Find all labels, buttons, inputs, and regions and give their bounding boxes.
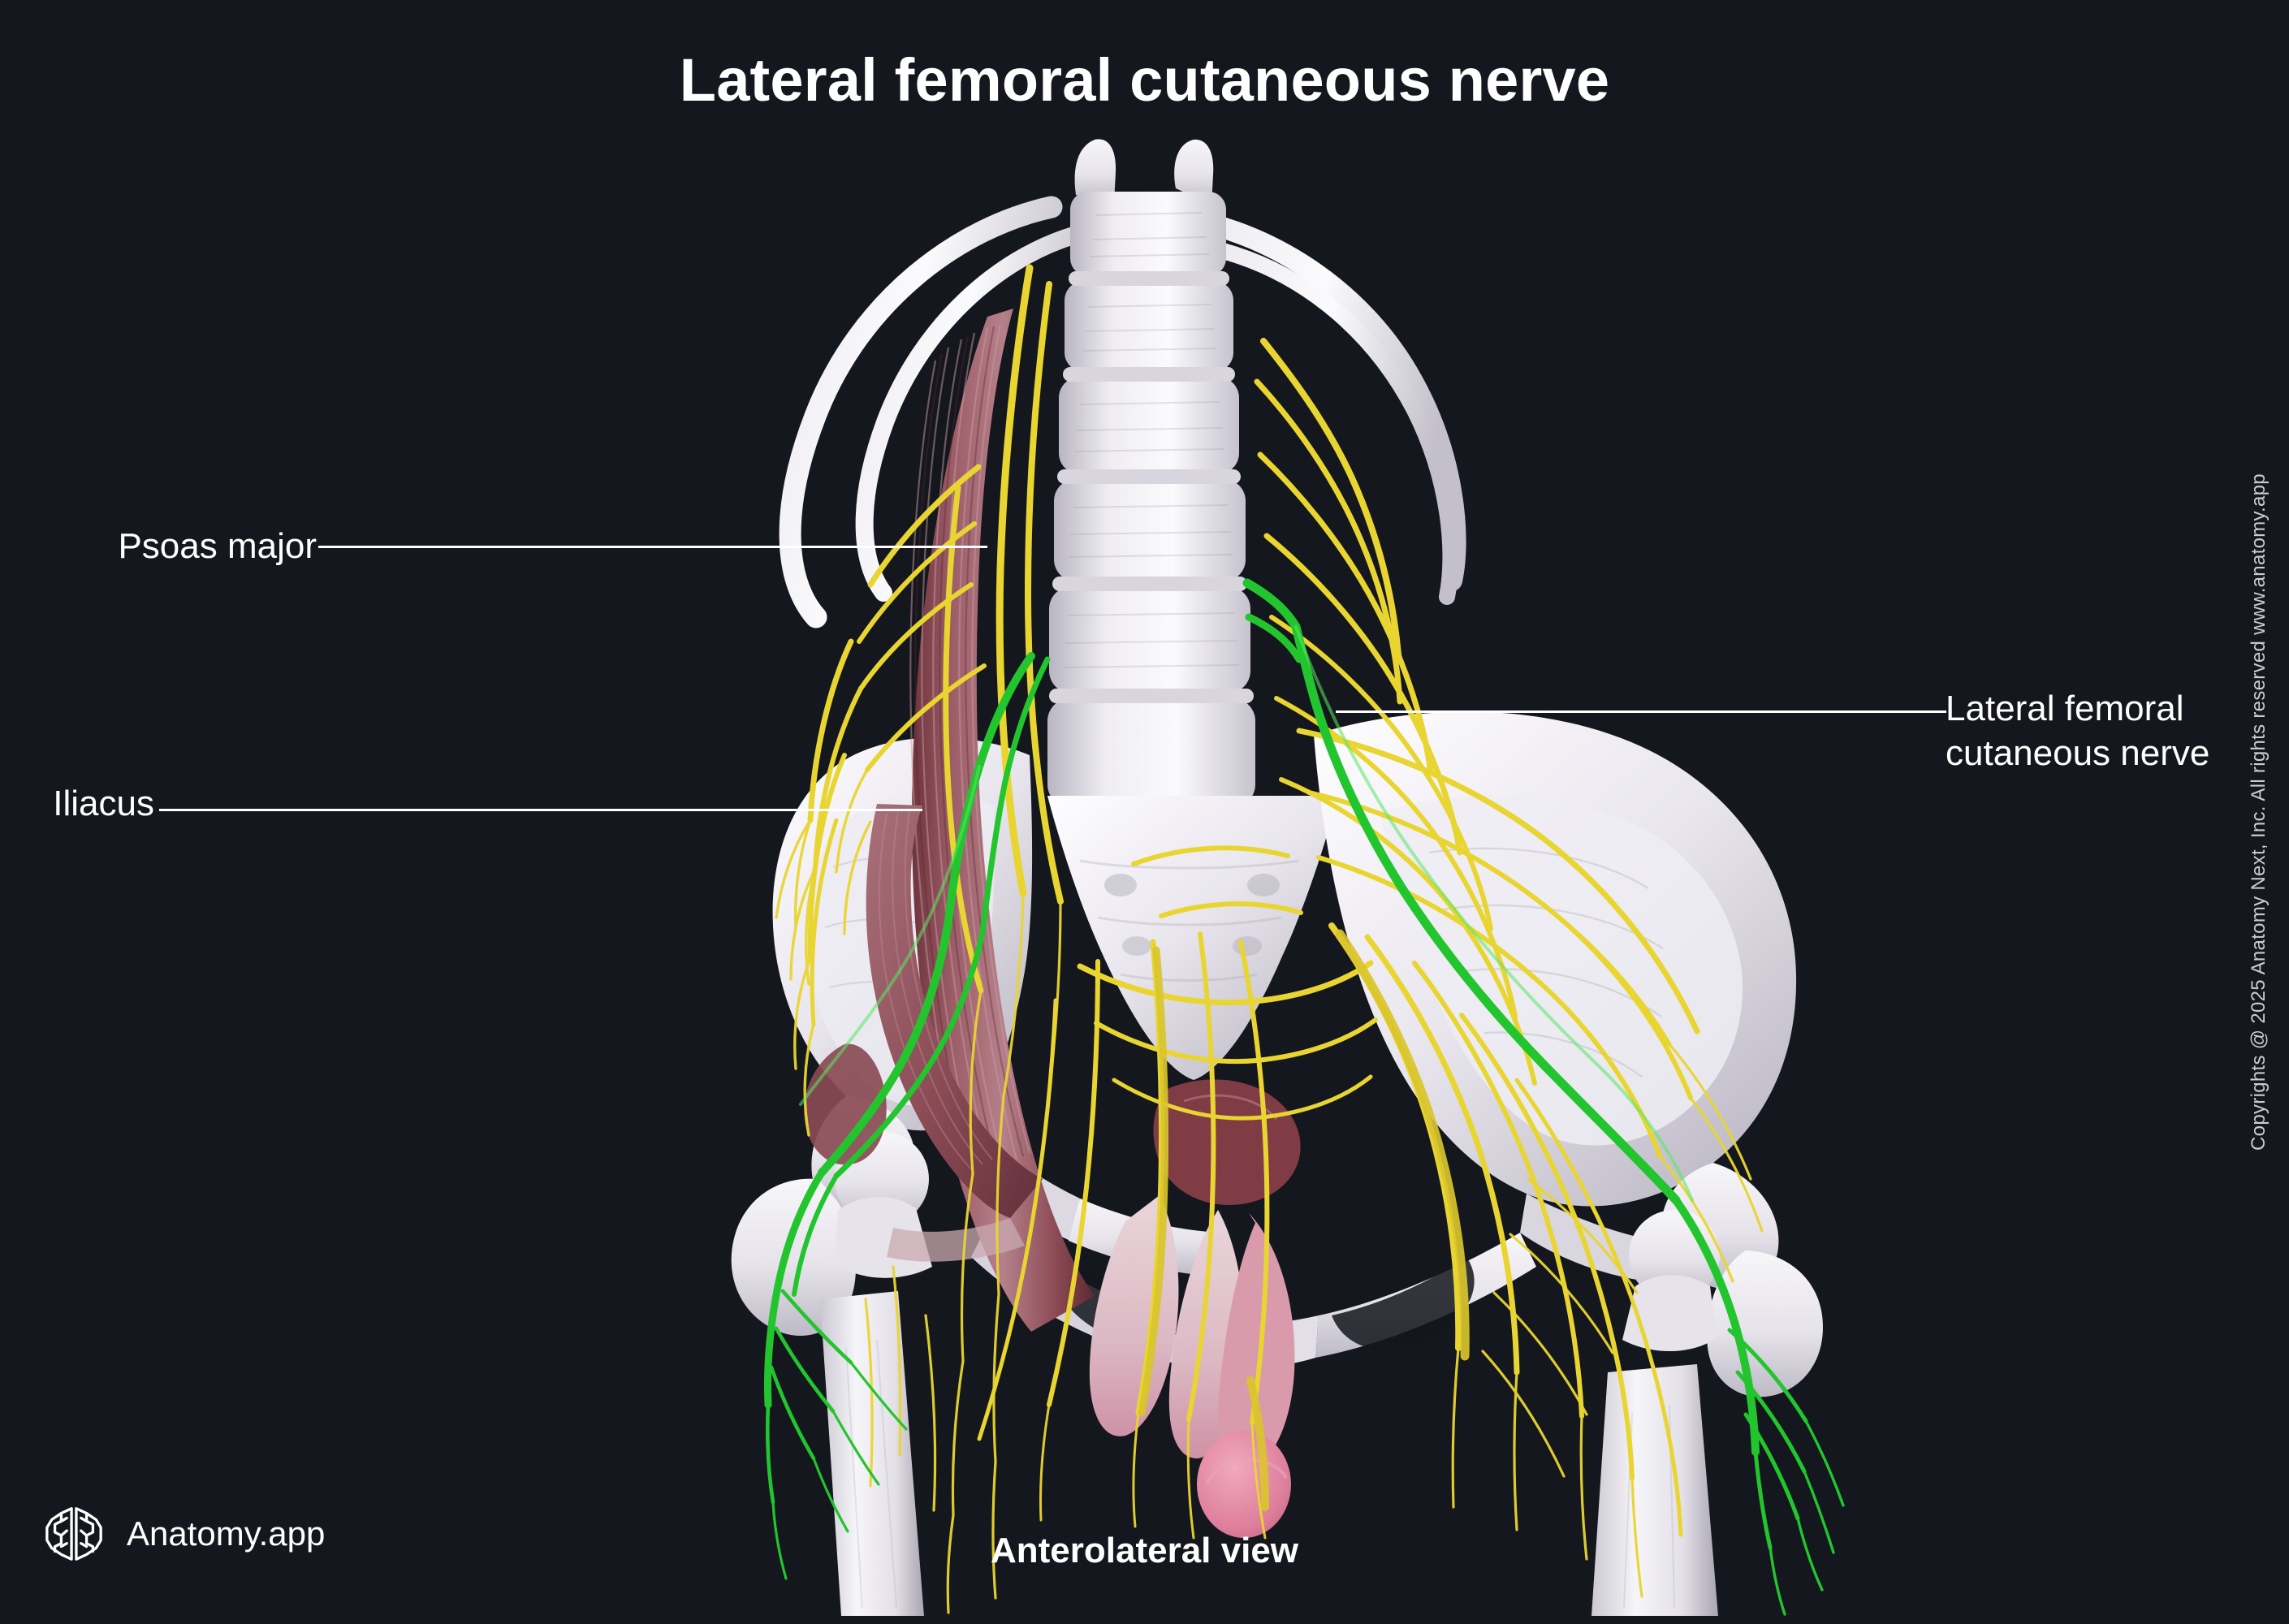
leader-line-iliacus bbox=[159, 809, 922, 811]
nerves-yellow bbox=[775, 264, 1764, 1614]
lateral-femoral-cutaneous-nerve-path bbox=[764, 578, 1845, 1616]
ribs-group bbox=[779, 196, 1466, 628]
brain-logo-icon bbox=[45, 1507, 102, 1561]
lumbar-spine bbox=[1047, 139, 1255, 807]
nerves-yellow-foreground bbox=[1138, 929, 1470, 1511]
label-psoas-major: Psoas major bbox=[118, 526, 317, 566]
leader-line-lateral-femoral-cutaneous-nerve bbox=[1336, 710, 1946, 713]
lfcn-highlight bbox=[799, 625, 1694, 1202]
brand-logo: Anatomy.app bbox=[42, 1502, 325, 1566]
view-caption: Anterolateral view bbox=[990, 1531, 1299, 1570]
femur-right bbox=[1592, 1210, 1823, 1616]
label-lateral-femoral-cutaneous-nerve: Lateral femoral cutaneous nerve bbox=[1946, 686, 2270, 775]
label-lfcn-line1: Lateral femoral bbox=[1946, 689, 2184, 728]
brand-name: Anatomy.app bbox=[127, 1514, 326, 1553]
copyright-text: Copyrights @ 2025 Anatomy Next, Inc. All… bbox=[2248, 473, 2270, 1151]
page-title: Lateral femoral cutaneous nerve bbox=[679, 46, 1610, 114]
label-iliacus: Iliacus bbox=[53, 784, 154, 823]
iliacus-muscle bbox=[866, 804, 1043, 1262]
sacrum bbox=[1047, 796, 1338, 1080]
leader-line-psoas-major bbox=[318, 546, 987, 548]
copyright-notice: Copyrights @ 2025 Anatomy Next, Inc. All… bbox=[2237, 0, 2281, 1624]
label-lfcn-line2: cutaneous nerve bbox=[1946, 733, 2210, 773]
